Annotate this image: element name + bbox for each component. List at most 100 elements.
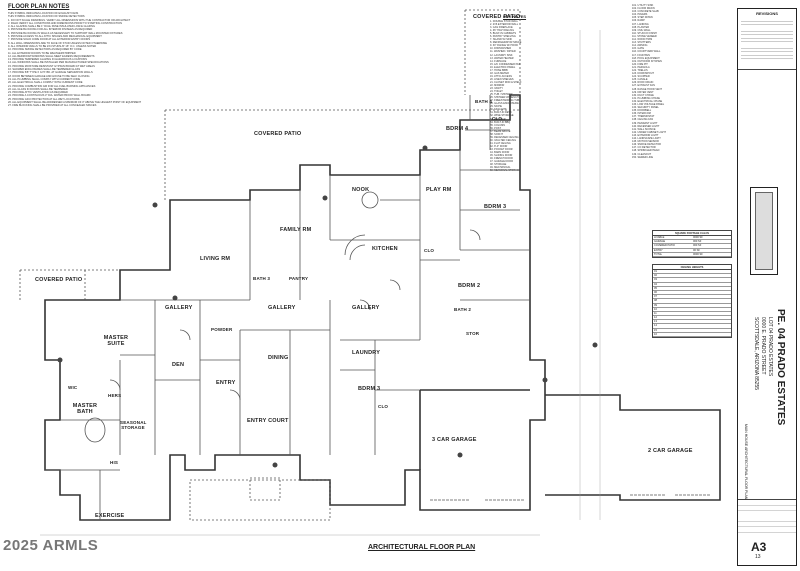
ceiling-height-row: 02 <box>653 274 731 279</box>
key-note-line: 25. TUB / SHOWER <box>490 93 513 97</box>
ceiling-height-id: 16 <box>654 332 657 336</box>
watermark: 2025 ARMLS <box>3 537 99 554</box>
ceiling-height-row: 08 <box>653 299 731 304</box>
note-line: 10. PROVIDE SMOKE DETECTORS AS REQUIRED … <box>8 48 82 52</box>
ceiling-height-id: 15 <box>654 328 657 332</box>
key-note-line: 6. PANTRY SHELVING <box>490 35 516 39</box>
key-note-line: 16. ELECTRIC PANEL <box>490 65 516 69</box>
key-note-line: 29. NICHE <box>490 105 502 109</box>
key-note-line: 112. WOOD TRIM <box>632 38 653 42</box>
ceiling-height-row: 07 <box>653 295 731 300</box>
room-bath-2: BATH 2 <box>454 307 472 312</box>
key-note-line: 129. DRYER VENT <box>632 90 654 94</box>
floor-plan-notes-title: FLOOR PLAN NOTES <box>8 4 70 10</box>
sqft-value: 000 SF <box>693 240 702 244</box>
sqft-label: TOTAL <box>654 252 663 256</box>
room-bath-4: BATH 4 <box>475 99 493 104</box>
ceiling-height-id: 06 <box>654 290 657 294</box>
note-line: 3. ALL GLAZING SHALL BE 1" DUAL PANE INS… <box>8 25 95 29</box>
room-bath-3: BATH 3 <box>253 276 271 281</box>
note-line: 16. SHOWER ENCLOSURES SHALL BE TEMPERED … <box>8 68 81 72</box>
key-note-line: 113. SHUTTERS <box>632 41 651 45</box>
sheet-title: MAIN HOUSE ARCHITECTURAL FLOOR PLAN <box>744 424 748 500</box>
room-stor: STOR <box>466 331 480 336</box>
ceiling-height-id: 03 <box>654 278 657 282</box>
key-note-line: 104. PAVERS <box>632 13 648 17</box>
note-line: 19. ALL PLUMBING SHALL COMPLY WITH CURRE… <box>8 77 81 81</box>
note-line: 24. PROVIDE A CONTINUOUS 3" DIA. WATER P… <box>8 94 91 98</box>
room-dining: DINING <box>268 355 289 361</box>
key-note-line: 144. LANDSCAPE LIGHT <box>632 137 661 141</box>
room-2-car-garage: 2 CAR GARAGE <box>648 448 693 454</box>
note-line: 21. PROVIDE COMBUSTION AIR FOR ALL FUEL … <box>8 84 96 88</box>
key-note-line: 139. PENDANT LIGHT <box>632 121 658 125</box>
sqft-label: LIVABLE <box>654 236 665 239</box>
sqft-value: 0000 SF <box>693 252 703 256</box>
key-note-line: 101. UTILITY SINK <box>632 4 654 7</box>
key-note-line: 145. MOTION SENSOR <box>632 140 659 144</box>
key-note-line: 19. ATTIC ACCESS <box>490 74 512 78</box>
room-entry-court: ENTRY COURT <box>247 418 289 424</box>
key-note-line: 32. WINE STORAGE <box>490 114 514 118</box>
key-note-line: 38. SOFFIT <box>490 132 504 136</box>
ceiling-height-row: 03 <box>653 278 731 283</box>
ceiling-height-id: 11 <box>654 311 657 315</box>
room-clo-mid: CLO <box>424 248 435 253</box>
key-note-line: 102. FLOOR DRAIN <box>632 7 655 11</box>
sqft-label: ENTRY <box>654 248 663 252</box>
key-note-line: 46. FRENCH DOOR <box>490 157 513 161</box>
key-note-line: 28. GLASS ENCLOSURE <box>490 102 519 106</box>
note-line: 6. PROVIDE ACCESS TO ALL ATTIC SPACES AN… <box>8 35 102 39</box>
ceiling-height-id: 07 <box>654 295 657 299</box>
ceiling-height-id: 14 <box>654 324 657 328</box>
ceiling-height-row: 01 <box>653 270 731 275</box>
room-3-car-garage: 3 CAR GARAGE <box>432 437 477 443</box>
key-note-line: 116. COURTYARD WALL <box>632 50 661 54</box>
key-note-line: 132. ELECTRICAL CHASE <box>632 99 663 103</box>
note-line: 1. DO NOT SCALE DRAWINGS. VERIFY ALL DIM… <box>8 18 131 22</box>
address-line-2: 0000 E. PRADO STREET <box>760 317 766 375</box>
room-bdrm-3-low: BDRM 3 <box>358 386 381 392</box>
key-note-line: 137. THERMOSTAT <box>632 115 655 119</box>
key-note-line: 128. RANGE HOOD VENT <box>632 87 663 91</box>
key-note-line: 36. POST <box>490 126 501 130</box>
key-note-line: 147. CO DETECTOR <box>632 146 656 150</box>
key-note-line: 126. ROOF DRAIN <box>632 81 654 85</box>
ceiling-height-id: 10 <box>654 307 657 311</box>
key-note-line: 118. POOL EQUIPMENT <box>632 56 660 60</box>
key-note-line: 39. RECESSED CEILING <box>490 135 519 139</box>
room-bdrm-4: BDRM 4 <box>446 126 469 132</box>
note-line: 18. DOOR BETWEEN GARAGE AND HOUSE TO BE … <box>8 74 90 78</box>
key-note-line: 105. STEP DOWN <box>632 16 653 20</box>
key-note-line: 2. 2X6 EXTERIOR WALL <box>490 23 519 27</box>
key-note-line: 106. RAMP <box>632 19 645 23</box>
key-note-line: 31. BUILT-IN DESK <box>490 111 512 115</box>
room-gallery-right: GALLERY <box>352 305 380 311</box>
key-note-line: 13. WATER HEATER <box>490 56 514 60</box>
sheet-number: A3 <box>751 540 767 554</box>
key-note-line: 121. PERGOLA <box>632 65 650 69</box>
revisions-box: REVISIONS <box>738 9 796 70</box>
sqft-value: 0000 SF <box>693 236 703 239</box>
key-note-line: 135. DOORBELL <box>632 109 652 113</box>
ceiling-height-row: 06 <box>653 290 731 296</box>
key-note-line: 18. GAS METER <box>490 71 509 75</box>
key-note-line: 3. GAS FIREPLACE <box>490 26 513 30</box>
ceiling-height-row: 12 <box>653 316 731 321</box>
key-note-line: 21. CLOSET ROD & SHELF <box>490 80 522 84</box>
ceiling-height-row: 04 <box>653 283 731 287</box>
key-note-line: 20. LINEN SHELVES <box>490 77 514 81</box>
note-line: 20. ALL ELECTRICAL SHALL COMPLY WITH CUR… <box>8 81 83 85</box>
key-note-line: 119. OUTDOOR KITCHEN <box>632 59 662 63</box>
key-note-line: 42. 8'-0" DOOR <box>490 144 508 148</box>
key-note-line: 11. WASHER / DRYER <box>490 50 516 54</box>
note-line: 4. PROVIDE BLOCKING FOR ALL INTERIOR FIN… <box>8 28 93 32</box>
revisions-label: REVISIONS <box>756 11 778 16</box>
note-line: 5. PROVIDE BLOCKING IN WALLS AS NECESSAR… <box>8 31 123 35</box>
room-powder: POWDER <box>211 327 233 332</box>
